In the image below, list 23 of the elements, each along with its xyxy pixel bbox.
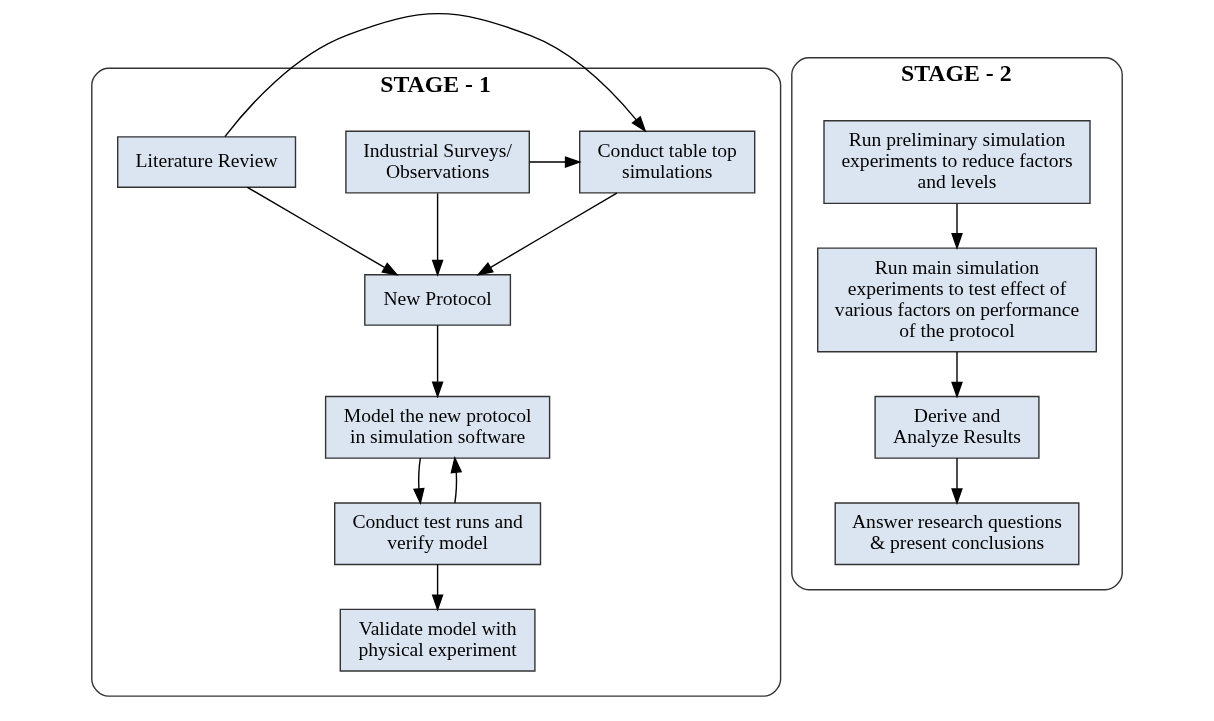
node-box: Derive and Analyze Results [874, 395, 1040, 459]
node-box: Answer research questions & present conclusions [834, 502, 1080, 566]
arrow [528, 156, 582, 168]
arrow [951, 457, 963, 505]
node-box: Industrial Surveys/ Observations [345, 130, 530, 194]
node-box: Conduct test runs and verify model [334, 502, 542, 566]
node-box: Model the new protocol in simulation software [324, 395, 551, 459]
arrow [476, 192, 618, 276]
node-box: Conduct table top simulations [579, 130, 756, 194]
arrow [431, 563, 444, 612]
arrow [224, 12, 647, 138]
arrow [951, 351, 963, 399]
arrow [413, 457, 425, 505]
node-box: Literature Review [117, 136, 297, 188]
node-box: Validate model with physical experiment [339, 608, 536, 672]
node-box: Run main simulation experiments to test effect of various factors on performance of the protocol [817, 247, 1097, 353]
arrow [431, 192, 444, 277]
arrow [246, 186, 399, 276]
node-box: New Protocol [364, 274, 512, 326]
arrow [431, 324, 444, 399]
node-box: Run preliminary simulation experiments to reduce factors and levels [823, 120, 1091, 205]
arrow [450, 456, 463, 504]
arrow [951, 202, 963, 250]
